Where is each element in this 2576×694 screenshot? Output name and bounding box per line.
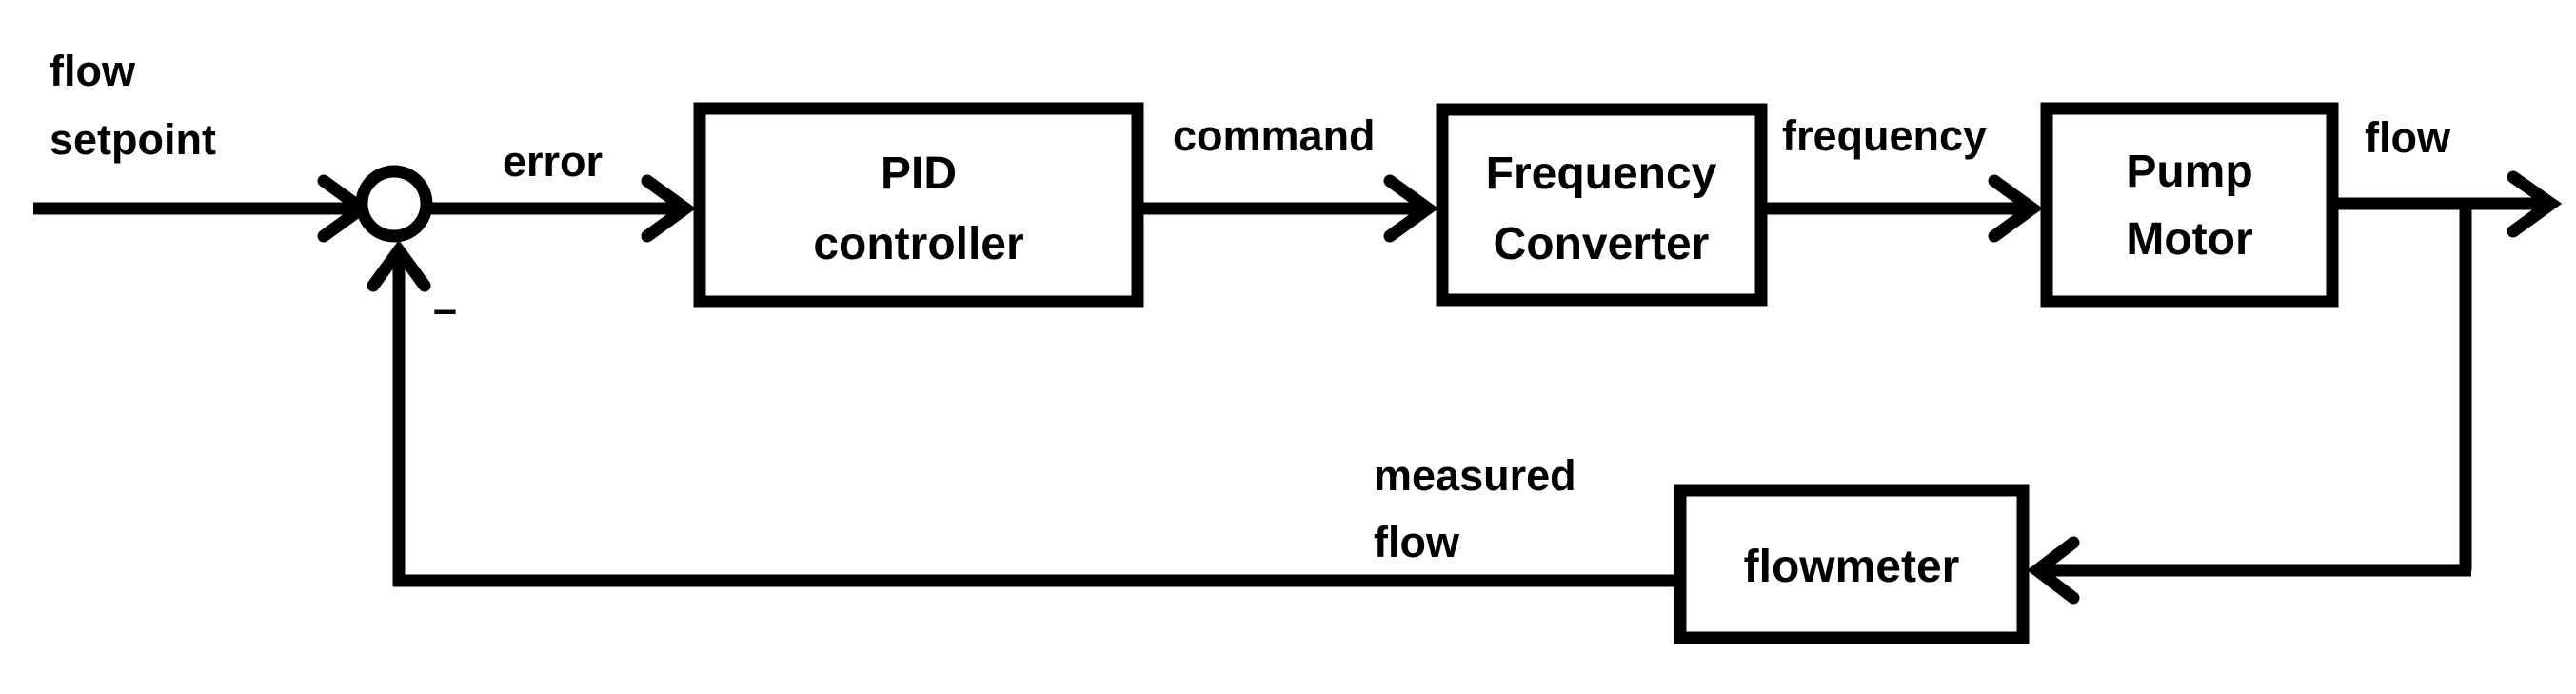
summing-junction xyxy=(355,165,433,243)
feedback-flowmeter-arrowhead xyxy=(2027,536,2080,605)
frequency-converter-label-line2: Converter xyxy=(1494,219,1710,269)
pid-controller-block xyxy=(693,102,1144,308)
command-label: command xyxy=(1173,111,1376,160)
frequency-label: frequency xyxy=(1782,111,1987,160)
frequency-converter-block xyxy=(1436,103,1768,307)
pump-motor-label-line2: Motor xyxy=(2126,214,2252,265)
error-arrowhead xyxy=(641,174,697,243)
measured-flow-label-line2: flow xyxy=(1374,518,1460,566)
pid-controller-label-line1: PID xyxy=(881,149,957,199)
output-flow-label: flow xyxy=(2365,113,2451,162)
frequency-arrowhead xyxy=(1988,174,2044,243)
frequency-converter-label-line1: Frequency xyxy=(1486,149,1717,199)
pump-motor-label-line1: Pump xyxy=(2126,147,2252,197)
feedback-junction-arrowhead xyxy=(367,239,431,292)
minus-sign: – xyxy=(433,285,457,333)
input-label-line2: setpoint xyxy=(50,115,216,164)
output-arrowhead xyxy=(2507,170,2563,238)
command-arrowhead xyxy=(1383,174,1439,243)
flowmeter-label: flowmeter xyxy=(1744,542,1960,592)
measured-flow-label-line1: measured xyxy=(1374,451,1576,500)
pump-motor-block xyxy=(2040,102,2339,308)
pid-controller-label-line2: controller xyxy=(813,219,1023,269)
flowmeter-block xyxy=(1674,484,2030,644)
error-label: error xyxy=(503,137,603,186)
input-label-line1: flow xyxy=(50,47,136,95)
